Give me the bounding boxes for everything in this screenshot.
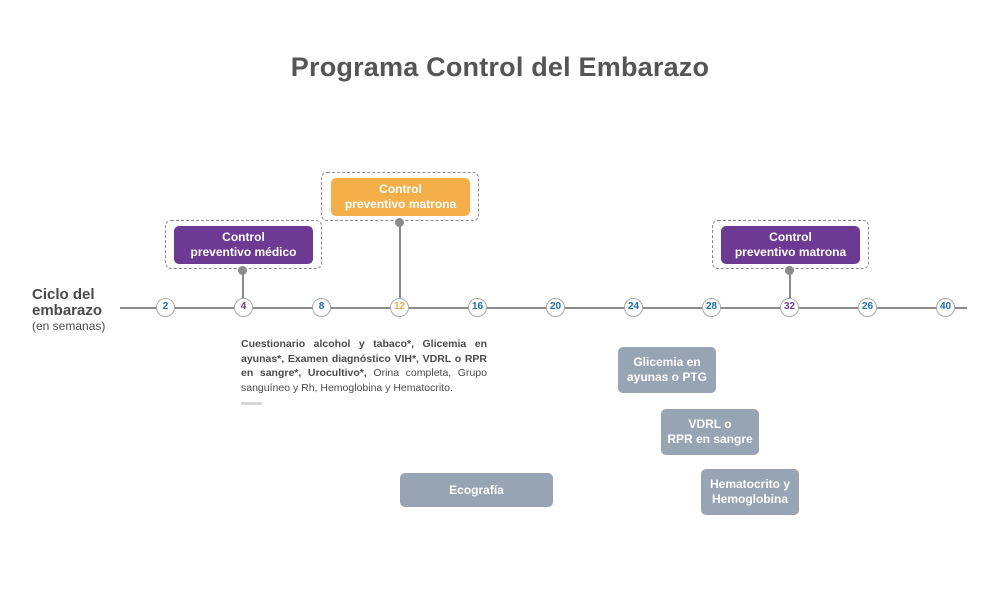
control-matrona32-line2: preventivo matrona: [734, 245, 847, 259]
exam-glicemia-box: Glicemia en ayunas o PTG: [618, 347, 716, 393]
control-medico-box: Control preventivo médico: [174, 226, 313, 264]
week-label: 40: [939, 301, 952, 312]
cycle-label-line1: Ciclo del: [32, 286, 95, 303]
exams-description-regular: Orina completa, Grupo sanguíneo y Rh, He…: [241, 367, 487, 394]
week-label: 4: [240, 301, 247, 312]
exam-ecografia-box: Ecografía: [400, 473, 553, 507]
exam-hematocrito-line1: Hematocrito y: [709, 477, 791, 491]
week-marker: 28: [702, 298, 721, 317]
week-label: 32: [783, 301, 796, 312]
page-title: Programa Control del Embarazo: [290, 52, 710, 82]
cycle-label: Ciclo del embarazo (en semanas): [32, 286, 106, 334]
exam-glicemia-line2: ayunas o PTG: [626, 370, 708, 384]
week-marker: 12: [390, 298, 409, 317]
week-label: 2: [162, 301, 169, 312]
week-label: 20: [549, 301, 562, 312]
control-matrona32-dot: [785, 266, 794, 275]
exam-vdrl-line1: VDRL o: [688, 417, 732, 431]
week-marker: 8: [312, 298, 331, 317]
exam-hematocrito-line2: Hemoglobina: [711, 492, 788, 506]
week-label: 16: [471, 301, 484, 312]
divider: [241, 402, 262, 405]
cycle-label-line2: embarazo: [32, 302, 103, 319]
control-medico-line1: Control: [222, 230, 265, 244]
week-marker: 32: [780, 298, 799, 317]
control-medico-dot: [238, 266, 247, 275]
exam-vdrl-line2: RPR en sangre: [667, 432, 753, 446]
control-medico-stem: [242, 270, 244, 300]
timeline-axis: [120, 307, 967, 309]
week-marker: 40: [936, 298, 955, 317]
week-label: 8: [318, 301, 325, 312]
week-marker: 16: [468, 298, 487, 317]
control-matrona32-stem: [789, 270, 791, 300]
week-label: 28: [705, 301, 718, 312]
control-matrona12-box: Control preventivo matrona: [331, 178, 470, 216]
exams-description: Cuestionario alcohol y tabaco*, Glicemia…: [241, 337, 487, 395]
exam-hematocrito-box: Hematocrito y Hemoglobina: [701, 469, 799, 515]
week-label: 26: [861, 301, 874, 312]
week-marker: 24: [624, 298, 643, 317]
week-marker: 2: [156, 298, 175, 317]
week-marker: 4: [234, 298, 253, 317]
week-label: 12: [393, 301, 406, 312]
week-marker: 20: [546, 298, 565, 317]
control-medico-line2: preventivo médico: [190, 245, 297, 259]
control-matrona32-box: Control preventivo matrona: [721, 226, 860, 264]
cycle-label-sub: (en semanas): [32, 319, 106, 333]
exam-vdrl-box: VDRL o RPR en sangre: [661, 409, 759, 455]
control-matrona32-line1: Control: [769, 230, 812, 244]
exams-description-bold: Cuestionario alcohol y tabaco*, Glicemia…: [241, 338, 487, 379]
control-matrona12-line2: preventivo matrona: [344, 197, 457, 211]
control-matrona12-stem: [399, 222, 401, 300]
control-matrona12-line1: Control: [379, 182, 422, 196]
exam-ecografia-label: Ecografía: [449, 482, 504, 497]
control-matrona12-dot: [395, 218, 404, 227]
week-label: 24: [627, 301, 640, 312]
exam-glicemia-line1: Glicemia en: [633, 355, 701, 369]
week-marker: 26: [858, 298, 877, 317]
